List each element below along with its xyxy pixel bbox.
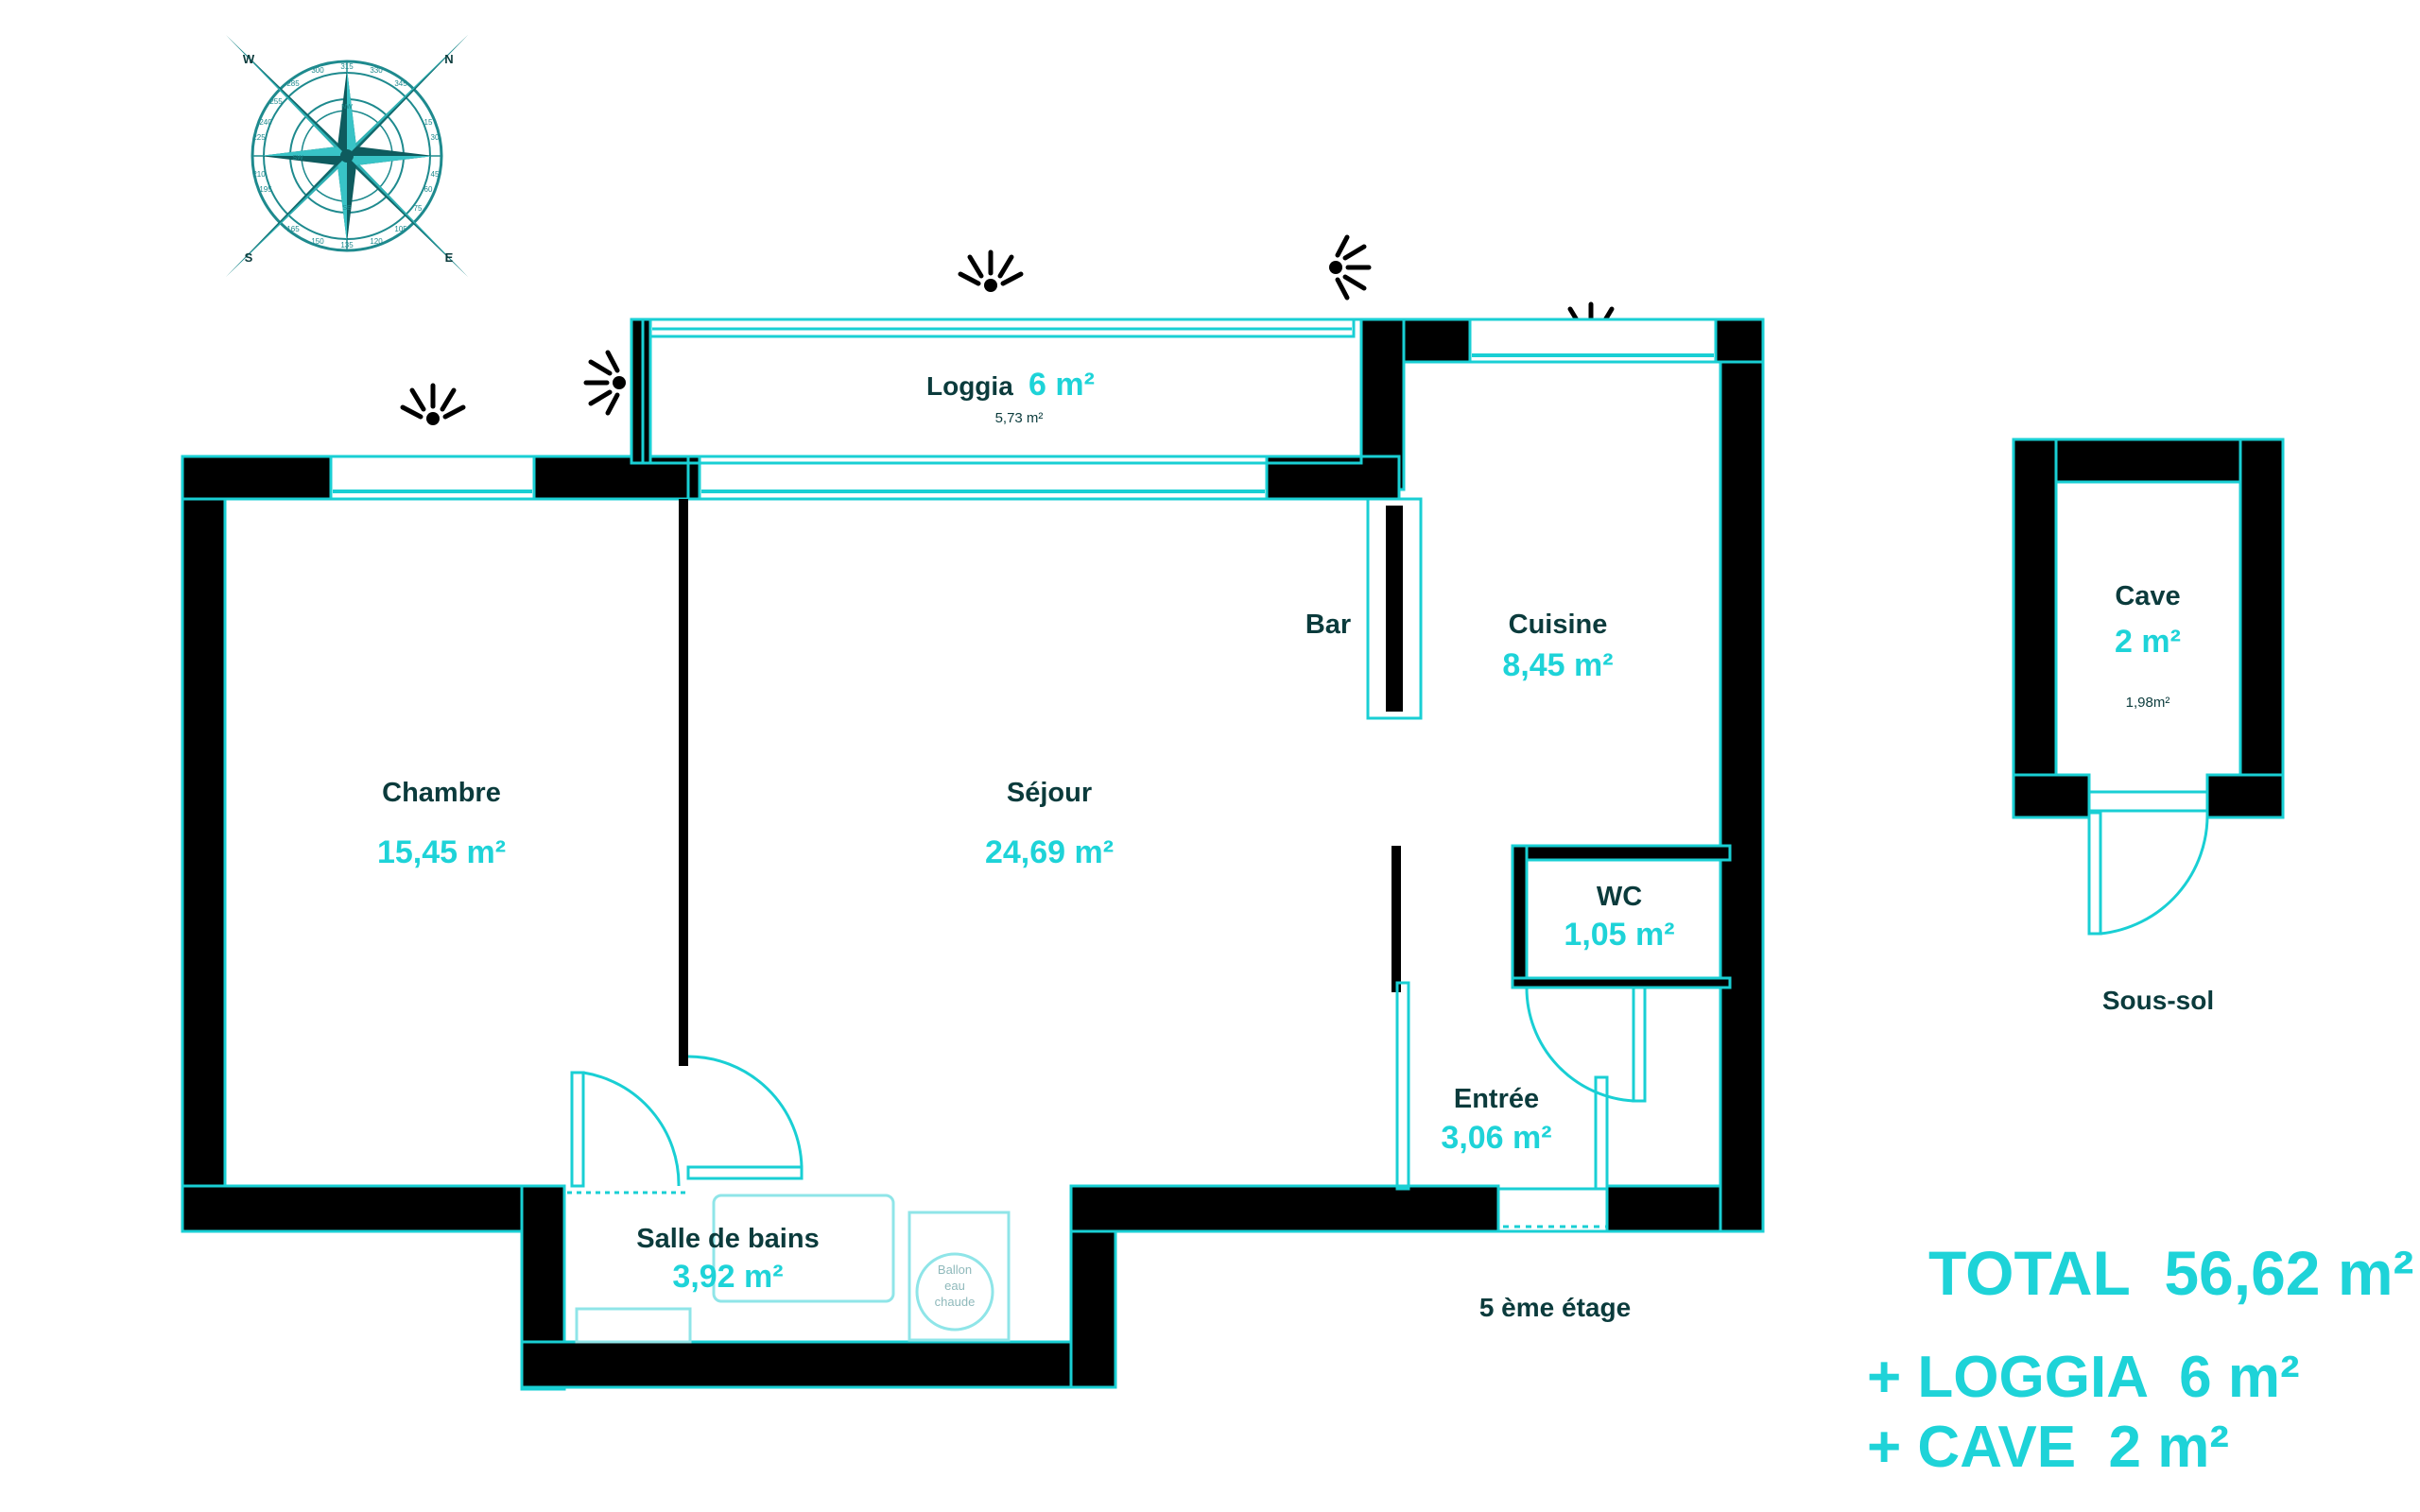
compass-degree: 15 [424,118,433,127]
sejour-name: Séjour [1007,778,1092,808]
cuisine-area: 8,45 m² [1502,647,1613,683]
bar-counter [1366,497,1423,720]
entree-name: Entrée [1454,1084,1539,1114]
sunlight-icon [583,350,626,416]
wc-name: WC [1597,882,1642,912]
entree-area: 3,06 m² [1441,1120,1551,1156]
loggia-outline [641,318,1363,465]
sink [575,1307,692,1344]
loggia-extra: + LOGGIA 6 m² [1867,1345,2300,1410]
room-labels: Loggia 6 m² 5,73 m² Chambre 15,45 m² Séj… [377,367,2214,1322]
sunlight-icon [1329,234,1372,301]
doors [567,986,1647,1233]
boiler-label: chaude [935,1295,976,1309]
area-summary: TOTAL 56,62 m² + LOGGIA 6 m² + CAVE 2 m² [1867,1238,2414,1480]
bathroom-fixtures: Ballon eau chaude [575,1194,1011,1344]
compass-degree: 225 [252,133,266,142]
compass-degree: 345 [394,79,407,88]
cave-area: 2 m² [2115,624,2181,660]
boiler-icon [915,1252,994,1332]
cave-walls [2012,438,2285,936]
compass-degree: 120 [370,237,383,246]
compass-degree: 210 [252,170,266,179]
compass-degree: 315 [340,62,354,71]
compass-letter-n: N [444,52,453,66]
compass-degree: 330 [370,66,383,75]
boiler-label: eau [944,1279,965,1293]
cave-measured-area: 1,98m² [2126,695,2170,711]
chambre-name: Chambre [382,778,501,808]
compass-letter-nw: NW [341,104,353,111]
wc-area: 1,05 m² [1564,917,1674,953]
compass-degree: 195 [259,185,272,194]
compass-degree: 105 [394,225,407,233]
loggia-name: Loggia [926,371,1013,401]
floor-label: 5 ème étage [1479,1293,1631,1322]
bar-name: Bar [1305,610,1351,640]
compass-rose-icon: W N S E NW SW SE 285 300 315 330 345 15 … [226,35,468,277]
cave-name: Cave [2115,581,2180,611]
sejour-area: 24,69 m² [985,834,1114,870]
compass-degree: 285 [286,79,300,88]
compass-letter-sw: SW [292,155,303,162]
salle-de-bains-name: Salle de bains [636,1224,819,1254]
compass-degree: 135 [340,241,354,249]
compass-degree: 60 [424,185,433,194]
compass-degree: 300 [311,66,324,75]
compass-letter-w: W [243,52,255,66]
compass-degree: 75 [414,204,423,213]
compass-degree: 165 [286,225,300,233]
loggia-measured-area: 5,73 m² [995,410,1044,426]
compass-letter-e: E [445,250,454,265]
cuisine-name: Cuisine [1509,610,1608,640]
total-area: TOTAL 56,62 m² [1928,1238,2414,1308]
compass-degree: 255 [269,97,283,106]
boiler-label: Ballon [938,1263,972,1277]
loggia-area: 6 m² [1028,367,1095,403]
sunlight-icon [958,249,1024,292]
compass-degree: 150 [311,237,324,246]
boiler-closet [908,1211,1011,1342]
chambre-area: 15,45 m² [377,834,506,870]
compass-letter-se: SE [342,205,352,212]
compass-letter-s: S [245,250,253,265]
basement-label: Sous-sol [2102,986,2214,1015]
compass-degree: 30 [431,133,440,142]
compass-degree: 45 [431,170,440,179]
cave-extra: + CAVE 2 m² [1867,1415,2229,1480]
salle-de-bains-area: 3,92 m² [672,1259,783,1295]
compass-degree: 240 [259,118,272,127]
bathtub [712,1194,895,1303]
sunlight-icon [400,383,466,425]
